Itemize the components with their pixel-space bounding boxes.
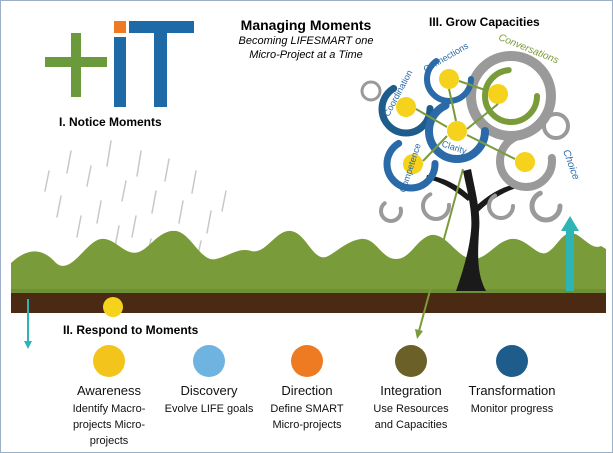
step-name: Direction — [281, 383, 333, 398]
direction-icon — [291, 345, 323, 377]
step-name: Transformation — [468, 383, 556, 398]
step-name: Awareness — [76, 383, 142, 398]
tree-arrows — [415, 80, 516, 162]
step-discovery: Discovery Evolve LIFE goals — [161, 345, 257, 417]
step-integration: Integration Use Resources and Capacities — [363, 345, 459, 433]
step-desc-line: Define SMART — [270, 403, 344, 415]
awareness-icon — [93, 345, 125, 377]
subtitle-line-2: Micro-Project at a Time — [249, 49, 363, 61]
label-choice: Choice — [560, 148, 581, 181]
step-desc-line: Evolve LIFE goals — [164, 403, 254, 415]
page-title: Managing Moments — [240, 17, 372, 33]
transformation-icon — [496, 345, 528, 377]
label-connections: Connections — [422, 40, 471, 74]
step-transformation: Transformation Monitor progress — [464, 345, 560, 417]
step-desc: Identify Macro- projects Micro- projects — [61, 401, 157, 449]
step-desc-line: Micro-projects — [272, 419, 342, 431]
step-awareness: Awareness Identify Macro- projects Micro… — [61, 345, 157, 449]
tree-trunk — [456, 169, 486, 291]
step-desc-line: projects Micro- — [72, 419, 146, 431]
step-name: Integration — [380, 383, 442, 398]
step-desc: Use Resources and Capacities — [363, 401, 459, 433]
soil-band — [11, 293, 606, 313]
heading-notice-moments: I. Notice Moments — [59, 115, 162, 129]
step-desc: Monitor progress — [464, 401, 560, 417]
heading-respond-to-moments: II. Respond to Moments — [63, 323, 199, 337]
down-arrow-left — [24, 299, 32, 349]
tree-swirls — [360, 51, 570, 223]
step-desc-line: Identify Macro- — [72, 403, 146, 415]
discovery-icon — [193, 345, 225, 377]
integration-icon — [395, 345, 427, 377]
step-desc-line: Use Resources — [373, 403, 449, 415]
logo — [45, 21, 194, 107]
step-desc-line: and Capacities — [374, 419, 448, 431]
hills — [11, 230, 606, 291]
subtitle-line-1: Becoming LIFESMART one — [238, 35, 374, 47]
tree-nodes — [396, 69, 535, 174]
step-name: Discovery — [180, 383, 238, 398]
seed-circle — [103, 297, 123, 317]
rain — [44, 140, 227, 260]
root-line — [418, 168, 464, 332]
step-desc: Define SMART Micro-projects — [259, 401, 355, 433]
heading-grow-capacities: III. Grow Capacities — [429, 15, 540, 29]
step-desc: Evolve LIFE goals — [161, 401, 257, 417]
step-desc-line: projects — [89, 435, 129, 447]
step-desc-line: Monitor progress — [470, 403, 554, 415]
step-direction: Direction Define SMART Micro-projects — [259, 345, 355, 433]
up-arrow-right — [561, 216, 579, 291]
